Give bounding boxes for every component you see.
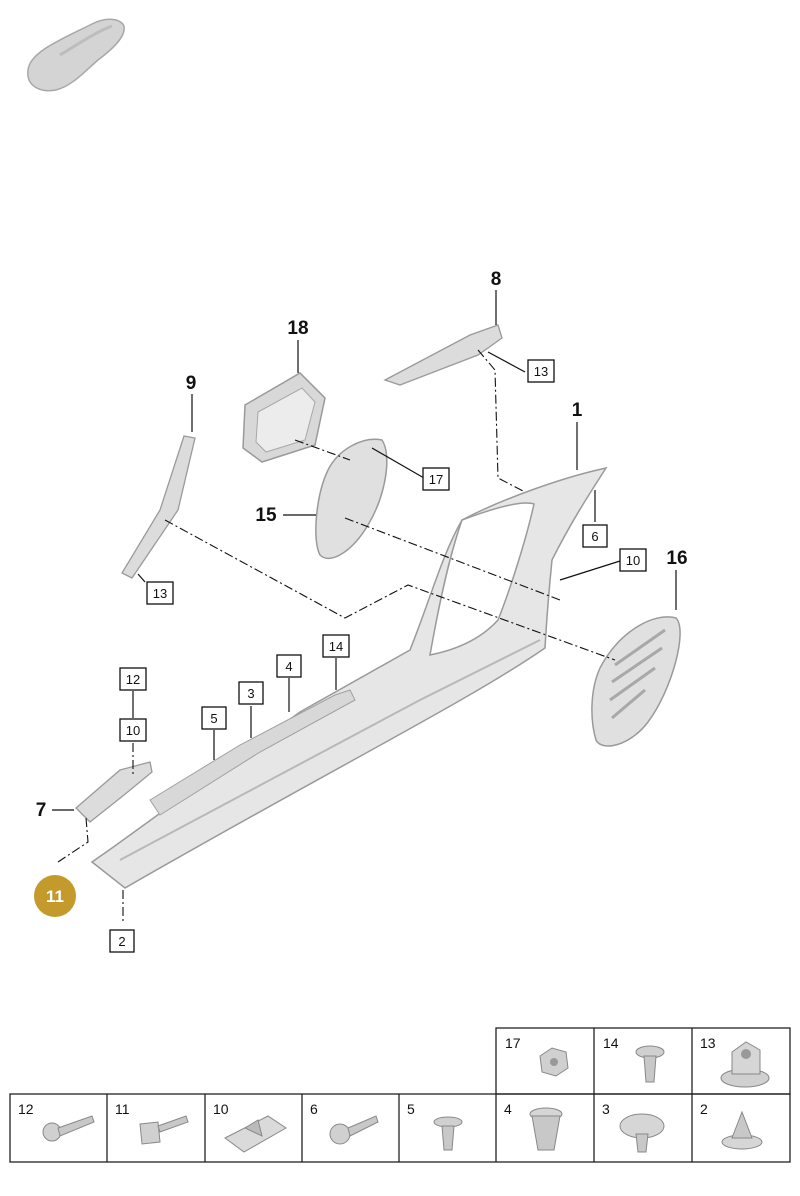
- fastener-cell-label: 14: [603, 1035, 619, 1051]
- strip-part-9[interactable]: [121, 435, 196, 579]
- callout-7[interactable]: 7: [36, 800, 47, 821]
- grommet-4-icon[interactable]: [529, 1107, 563, 1151]
- fir-tree-clip-2-icon[interactable]: [721, 1110, 763, 1150]
- strip-part-8[interactable]: [383, 324, 503, 386]
- fastener-cell-label: 5: [407, 1101, 415, 1117]
- side-panel-part-1[interactable]: [90, 466, 608, 889]
- callout-1[interactable]: 1: [572, 400, 583, 421]
- svg-text:13: 13: [534, 364, 548, 379]
- bolt-11-icon[interactable]: [139, 1115, 189, 1145]
- housing-part-18[interactable]: [242, 372, 326, 463]
- svg-text:3: 3: [247, 686, 254, 701]
- ref-box-10[interactable]: 10: [619, 548, 647, 572]
- ref-box-14[interactable]: 14: [322, 634, 350, 658]
- svg-text:14: 14: [329, 639, 343, 654]
- svg-text:10: 10: [126, 723, 140, 738]
- screw-12-icon[interactable]: [42, 1115, 95, 1142]
- hex-nut-icon[interactable]: [539, 1047, 569, 1077]
- connection-line: [164, 519, 616, 661]
- fastener-table: [9, 1027, 791, 1163]
- callout-16[interactable]: 16: [666, 548, 687, 569]
- ref-box-13[interactable]: 13: [146, 581, 174, 605]
- callout-9[interactable]: 9: [186, 373, 197, 394]
- svg-text:2: 2: [118, 934, 125, 949]
- car-thumbnail-icon[interactable]: [27, 18, 125, 92]
- connection-line: [57, 817, 89, 863]
- svg-text:10: 10: [626, 553, 640, 568]
- flange-nut-icon[interactable]: [720, 1041, 770, 1088]
- grille-part-16[interactable]: [591, 616, 681, 747]
- svg-text:17: 17: [429, 472, 443, 487]
- ref-box-17[interactable]: 17: [422, 467, 450, 491]
- expansion-clip-3-icon[interactable]: [619, 1113, 665, 1153]
- ref-box-13[interactable]: 13: [527, 359, 555, 383]
- ref-box-10[interactable]: 10: [119, 718, 147, 742]
- svg-text:5: 5: [210, 711, 217, 726]
- push-rivet-icon[interactable]: [635, 1045, 665, 1083]
- ref-box-5[interactable]: 5: [201, 706, 227, 730]
- fastener-cell-label: 11: [115, 1101, 130, 1117]
- highlight-badge-11[interactable]: 11: [34, 875, 76, 917]
- svg-text:13: 13: [153, 586, 167, 601]
- connection-line: [294, 439, 351, 461]
- screw-6-icon[interactable]: [329, 1115, 379, 1145]
- ref-box-4[interactable]: 4: [276, 654, 302, 678]
- fastener-cell-label: 12: [18, 1101, 34, 1117]
- handle-part-15[interactable]: [315, 438, 388, 560]
- svg-text:11: 11: [46, 887, 64, 906]
- fastener-cell-label: 6: [310, 1101, 318, 1117]
- fastener-cell-label: 10: [213, 1101, 229, 1117]
- ref-box-2[interactable]: 2: [109, 929, 135, 953]
- clip-nut-10-icon[interactable]: [224, 1115, 287, 1153]
- callout-8[interactable]: 8: [491, 269, 502, 290]
- fastener-cell-label: 4: [504, 1101, 512, 1117]
- fastener-cell-label: 3: [602, 1101, 610, 1117]
- connection-line: [477, 349, 526, 493]
- fastener-cell-label: 2: [700, 1101, 708, 1117]
- fastener-cell-label: 13: [700, 1035, 716, 1051]
- svg-text:6: 6: [591, 529, 598, 544]
- fastener-cell-label: 17: [505, 1035, 521, 1051]
- bracket-part-7[interactable]: [75, 761, 153, 823]
- callout-18[interactable]: 18: [287, 318, 308, 339]
- svg-text:4: 4: [285, 659, 292, 674]
- ref-box-6[interactable]: 6: [582, 524, 608, 548]
- svg-text:12: 12: [126, 672, 140, 687]
- ref-box-12[interactable]: 12: [119, 667, 147, 691]
- ref-box-3[interactable]: 3: [238, 681, 264, 705]
- push-rivet-5-icon[interactable]: [433, 1116, 463, 1151]
- connection-line: [344, 517, 561, 601]
- callout-15[interactable]: 15: [255, 505, 277, 526]
